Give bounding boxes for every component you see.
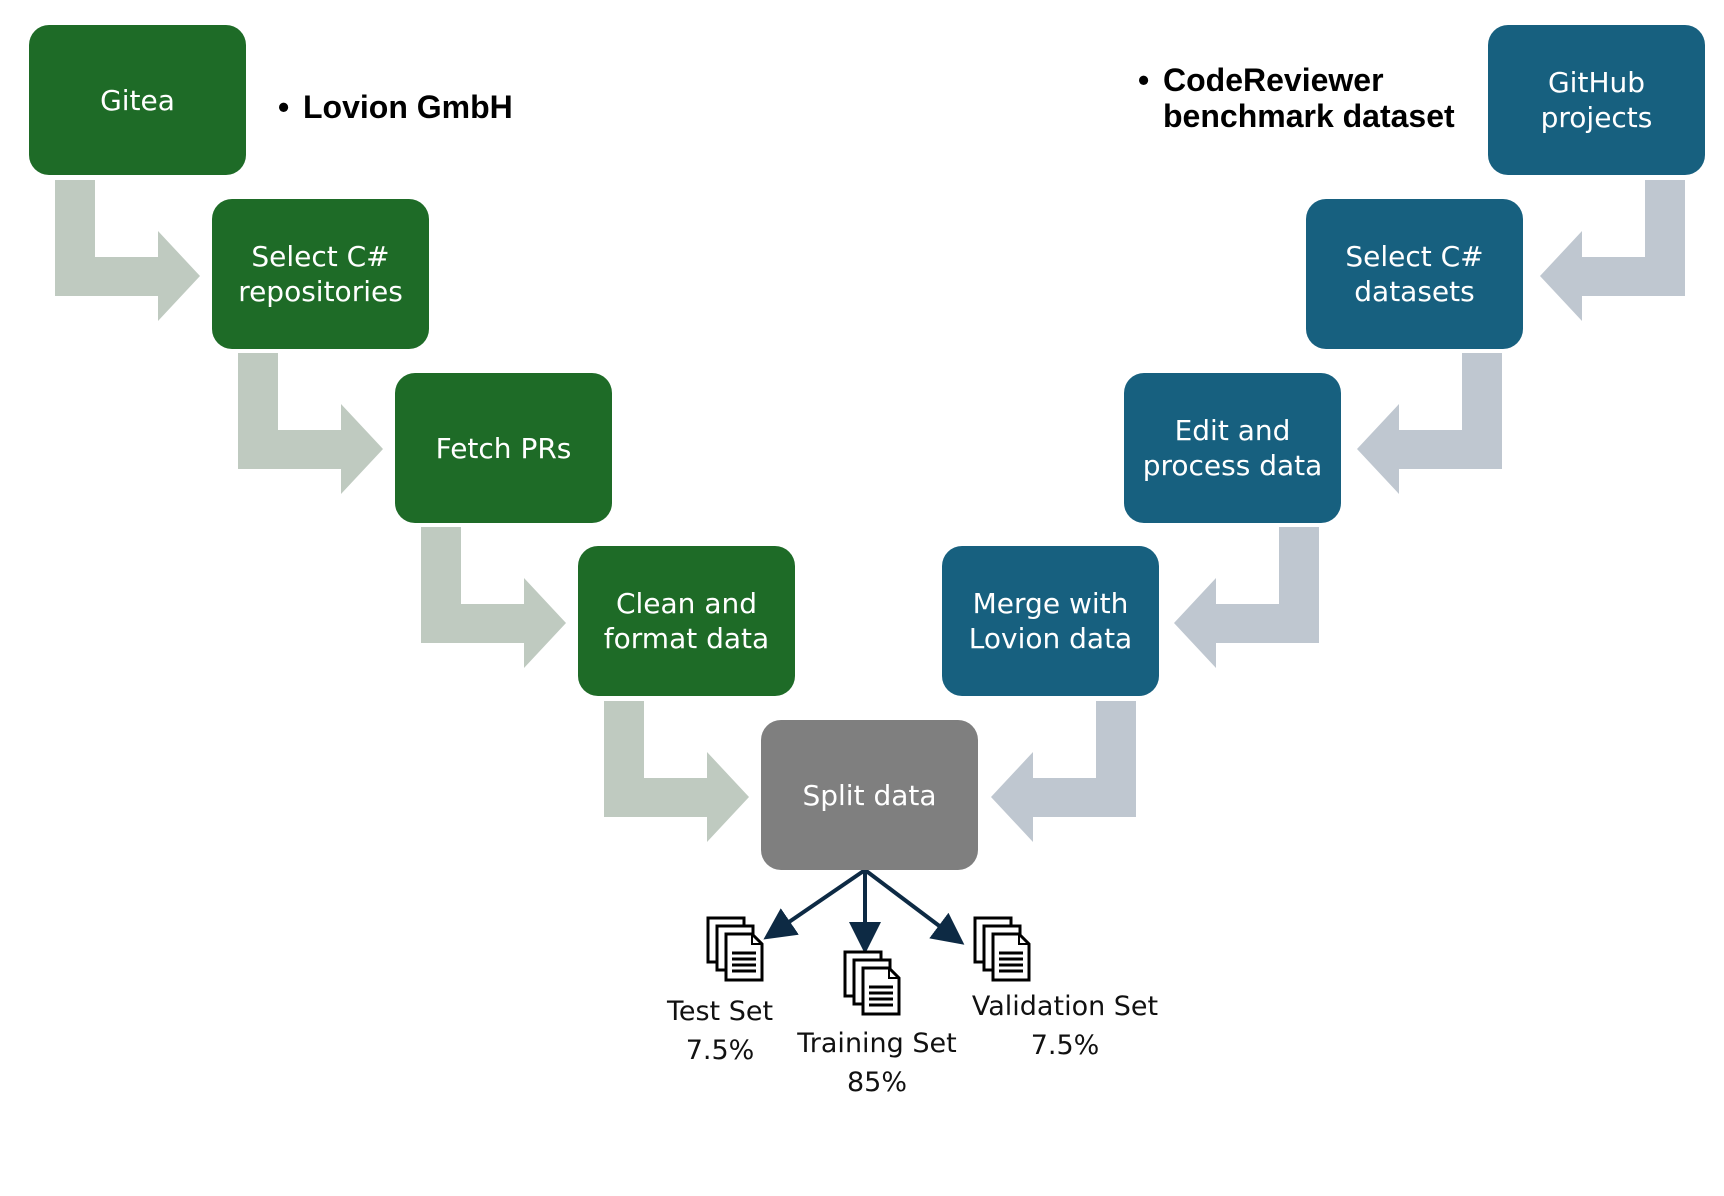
output-name: Test Set [666,996,774,1027]
step-label: Select C# datasets [1345,240,1484,308]
flow-arrow-left-2 [238,353,383,494]
output-test-set: Test Set 7.5% [640,992,800,1070]
flow-arrow-left-3 [421,527,566,668]
step-label: Split data [802,778,937,812]
source-github-label: GitHub projects [1540,66,1653,134]
flow-arrow-right-1 [1540,180,1685,321]
flow-arrow-right-2 [1357,353,1502,494]
step-fetch-prs: Fetch PRs [395,373,612,523]
step-label: Clean and format data [603,587,770,655]
output-percent: 85% [846,1067,907,1098]
output-percent: 7.5% [685,1035,755,1066]
documents-icon-validation [973,916,1031,982]
bullet-codereviewer: • CodeReviewer benchmark dataset [1138,62,1455,134]
output-validation-set: Validation Set 7.5% [955,987,1175,1065]
step-label: Select C# repositories [238,240,403,308]
step-merge-lovion: Merge with Lovion data [942,546,1159,696]
output-name: Validation Set [971,991,1159,1022]
bullet-dot: • [1138,62,1150,98]
bullet-lovion: • Lovion GmbH [278,89,513,125]
output-name: Training Set [797,1028,957,1059]
step-edit-process: Edit and process data [1124,373,1341,523]
step-select-datasets: Select C# datasets [1306,199,1523,349]
bullet-lovion-text: Lovion GmbH [303,89,513,125]
bullet-codereviewer-text: CodeReviewer benchmark dataset [1163,62,1455,134]
documents-icon-training [843,950,901,1016]
documents-icon-test [706,916,764,982]
source-gitea: Gitea [29,25,246,175]
source-github: GitHub projects [1488,25,1705,175]
split-arrow-validation [863,868,965,945]
step-label: Edit and process data [1142,414,1323,482]
step-split-data: Split data [761,720,978,870]
source-gitea-label: Gitea [100,83,175,117]
step-label: Fetch PRs [435,431,572,465]
output-training-set: Training Set 85% [785,1024,969,1102]
step-select-repositories: Select C# repositories [212,199,429,349]
flow-arrow-left-4 [604,701,749,842]
bullet-dot: • [278,89,290,125]
step-clean-format: Clean and format data [578,546,795,696]
flow-arrow-left-1 [55,180,200,321]
flow-arrow-right-4 [991,701,1136,842]
split-arrow-test [763,868,867,940]
step-label: Merge with Lovion data [968,587,1133,655]
flow-arrow-right-3 [1174,527,1319,668]
output-percent: 7.5% [1030,1030,1100,1061]
